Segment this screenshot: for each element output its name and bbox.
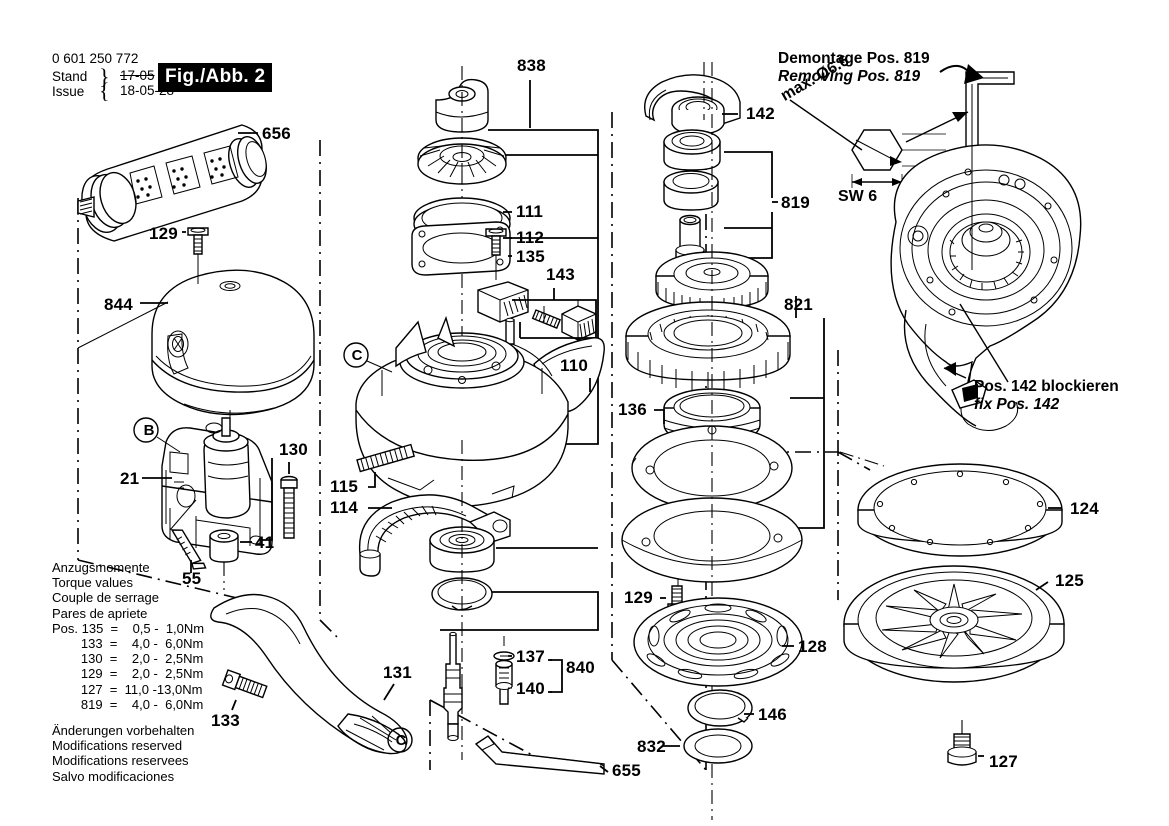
- callout-821: 821: [784, 295, 813, 314]
- marker-letter-c-lower: C: [395, 732, 407, 749]
- part-130-long-screw: [260, 458, 298, 541]
- part-main-bell-housing: [343, 300, 569, 507]
- callout-124: 124: [1070, 499, 1099, 518]
- part-146-circlip: [687, 689, 754, 727]
- callout-137: 137: [516, 647, 545, 666]
- brace-top: }: [99, 64, 110, 89]
- callout-114: 114: [330, 498, 359, 517]
- callout-41: 41: [255, 533, 275, 552]
- callout-131: 131: [383, 663, 412, 682]
- part-124-rim-ring: [839, 451, 1063, 557]
- part-128-backing-pad: [633, 597, 803, 687]
- callout-127: 127: [989, 752, 1018, 771]
- part-ball-bearing: [429, 440, 599, 760]
- callout-125: 125: [1055, 571, 1084, 590]
- part-21-motor-housing: [133, 417, 273, 555]
- callout-128: 128: [798, 637, 827, 656]
- figure-badge: Fig./Abb. 2: [158, 63, 273, 92]
- part-55-screw: [169, 499, 207, 573]
- marker-letter-c-upper: C: [351, 347, 363, 364]
- disclaimer-block: Änderungen vorbehalten Modifications res…: [52, 723, 195, 784]
- callout-133: 133: [211, 711, 240, 730]
- date-struck: 17-05: [120, 68, 155, 83]
- callout-130: 130: [279, 440, 308, 459]
- callout-112: 112: [516, 228, 545, 247]
- callout-656: 656: [262, 124, 291, 143]
- callout-135: 135: [516, 247, 545, 266]
- callout-819: 819: [781, 193, 810, 212]
- part-142-blocking-plate: [644, 62, 741, 135]
- part-133-screw: [221, 669, 268, 711]
- part-flange-ring-upper: [631, 425, 793, 511]
- dimension-wrench-size: SW 6: [838, 188, 878, 205]
- part-131-handle-arm: [210, 593, 413, 755]
- callout-143: 143: [546, 265, 575, 284]
- torque-values-block: Anzugsmomente Torque values Couple de se…: [52, 560, 205, 712]
- part-bevel-gear: [417, 66, 507, 300]
- callout-111: 111: [516, 202, 544, 221]
- part-41-bushing: [209, 529, 252, 590]
- part-655-allen-key: [474, 735, 609, 775]
- callout-838: 838: [517, 56, 546, 75]
- note-fix-142: Pos. 142 blockieren fix Pos. 142: [974, 378, 1119, 414]
- note-fix-line2: fix Pos. 142: [974, 396, 1060, 413]
- part-ring-gear: [625, 296, 825, 529]
- callout-110: 110: [560, 356, 589, 375]
- callout-146: 146: [758, 705, 787, 724]
- part-840-group: [493, 636, 563, 705]
- part-flange-plate-lower: [621, 62, 803, 820]
- part-819-bearing-stack: [663, 129, 778, 266]
- callout-129-upper: 129: [149, 224, 178, 243]
- part-spindle-shaft: [443, 631, 463, 741]
- part-number: 0 601 250 772: [52, 51, 139, 66]
- note-fix-line1: Pos. 142 blockieren: [974, 378, 1119, 395]
- part-832-washer: [662, 728, 753, 764]
- instruction-removing-819: [789, 64, 1082, 431]
- part-127-bolt: [947, 720, 984, 766]
- note-removing-line1: Demontage Pos. 819: [778, 50, 930, 67]
- issue-label: Issue: [52, 84, 85, 99]
- part-143-brush-holder: [477, 281, 597, 345]
- note-removing-line2: Removing Pos. 819: [778, 68, 921, 85]
- part-656-handle-grip: [77, 124, 267, 242]
- callout-55: 55: [182, 569, 202, 588]
- part-135-screw: [485, 228, 512, 280]
- callout-136: 136: [618, 400, 647, 419]
- callout-832: 832: [637, 737, 666, 756]
- note-removing-819: Demontage Pos. 819 Removing Pos. 819: [778, 50, 930, 86]
- stand-label: Stand: [52, 69, 88, 84]
- callout-142: 142: [746, 104, 775, 123]
- callout-115: 115: [330, 477, 359, 496]
- callout-129-lower: 129: [624, 588, 653, 607]
- callout-840: 840: [566, 658, 595, 677]
- callout-844: 844: [104, 295, 133, 314]
- part-115-spring: [356, 443, 435, 491]
- part-129-screw-upper: [182, 227, 209, 274]
- marker-letter-b: B: [143, 422, 155, 439]
- part-114-brake-band: [358, 494, 511, 577]
- part-125-sanding-plate: [843, 565, 1065, 683]
- callout-140: 140: [516, 679, 545, 698]
- callout-655: 655: [612, 761, 641, 780]
- brace-bottom: {: [99, 78, 110, 103]
- part-844-cover-hood: [77, 269, 315, 430]
- callout-21: 21: [120, 469, 140, 488]
